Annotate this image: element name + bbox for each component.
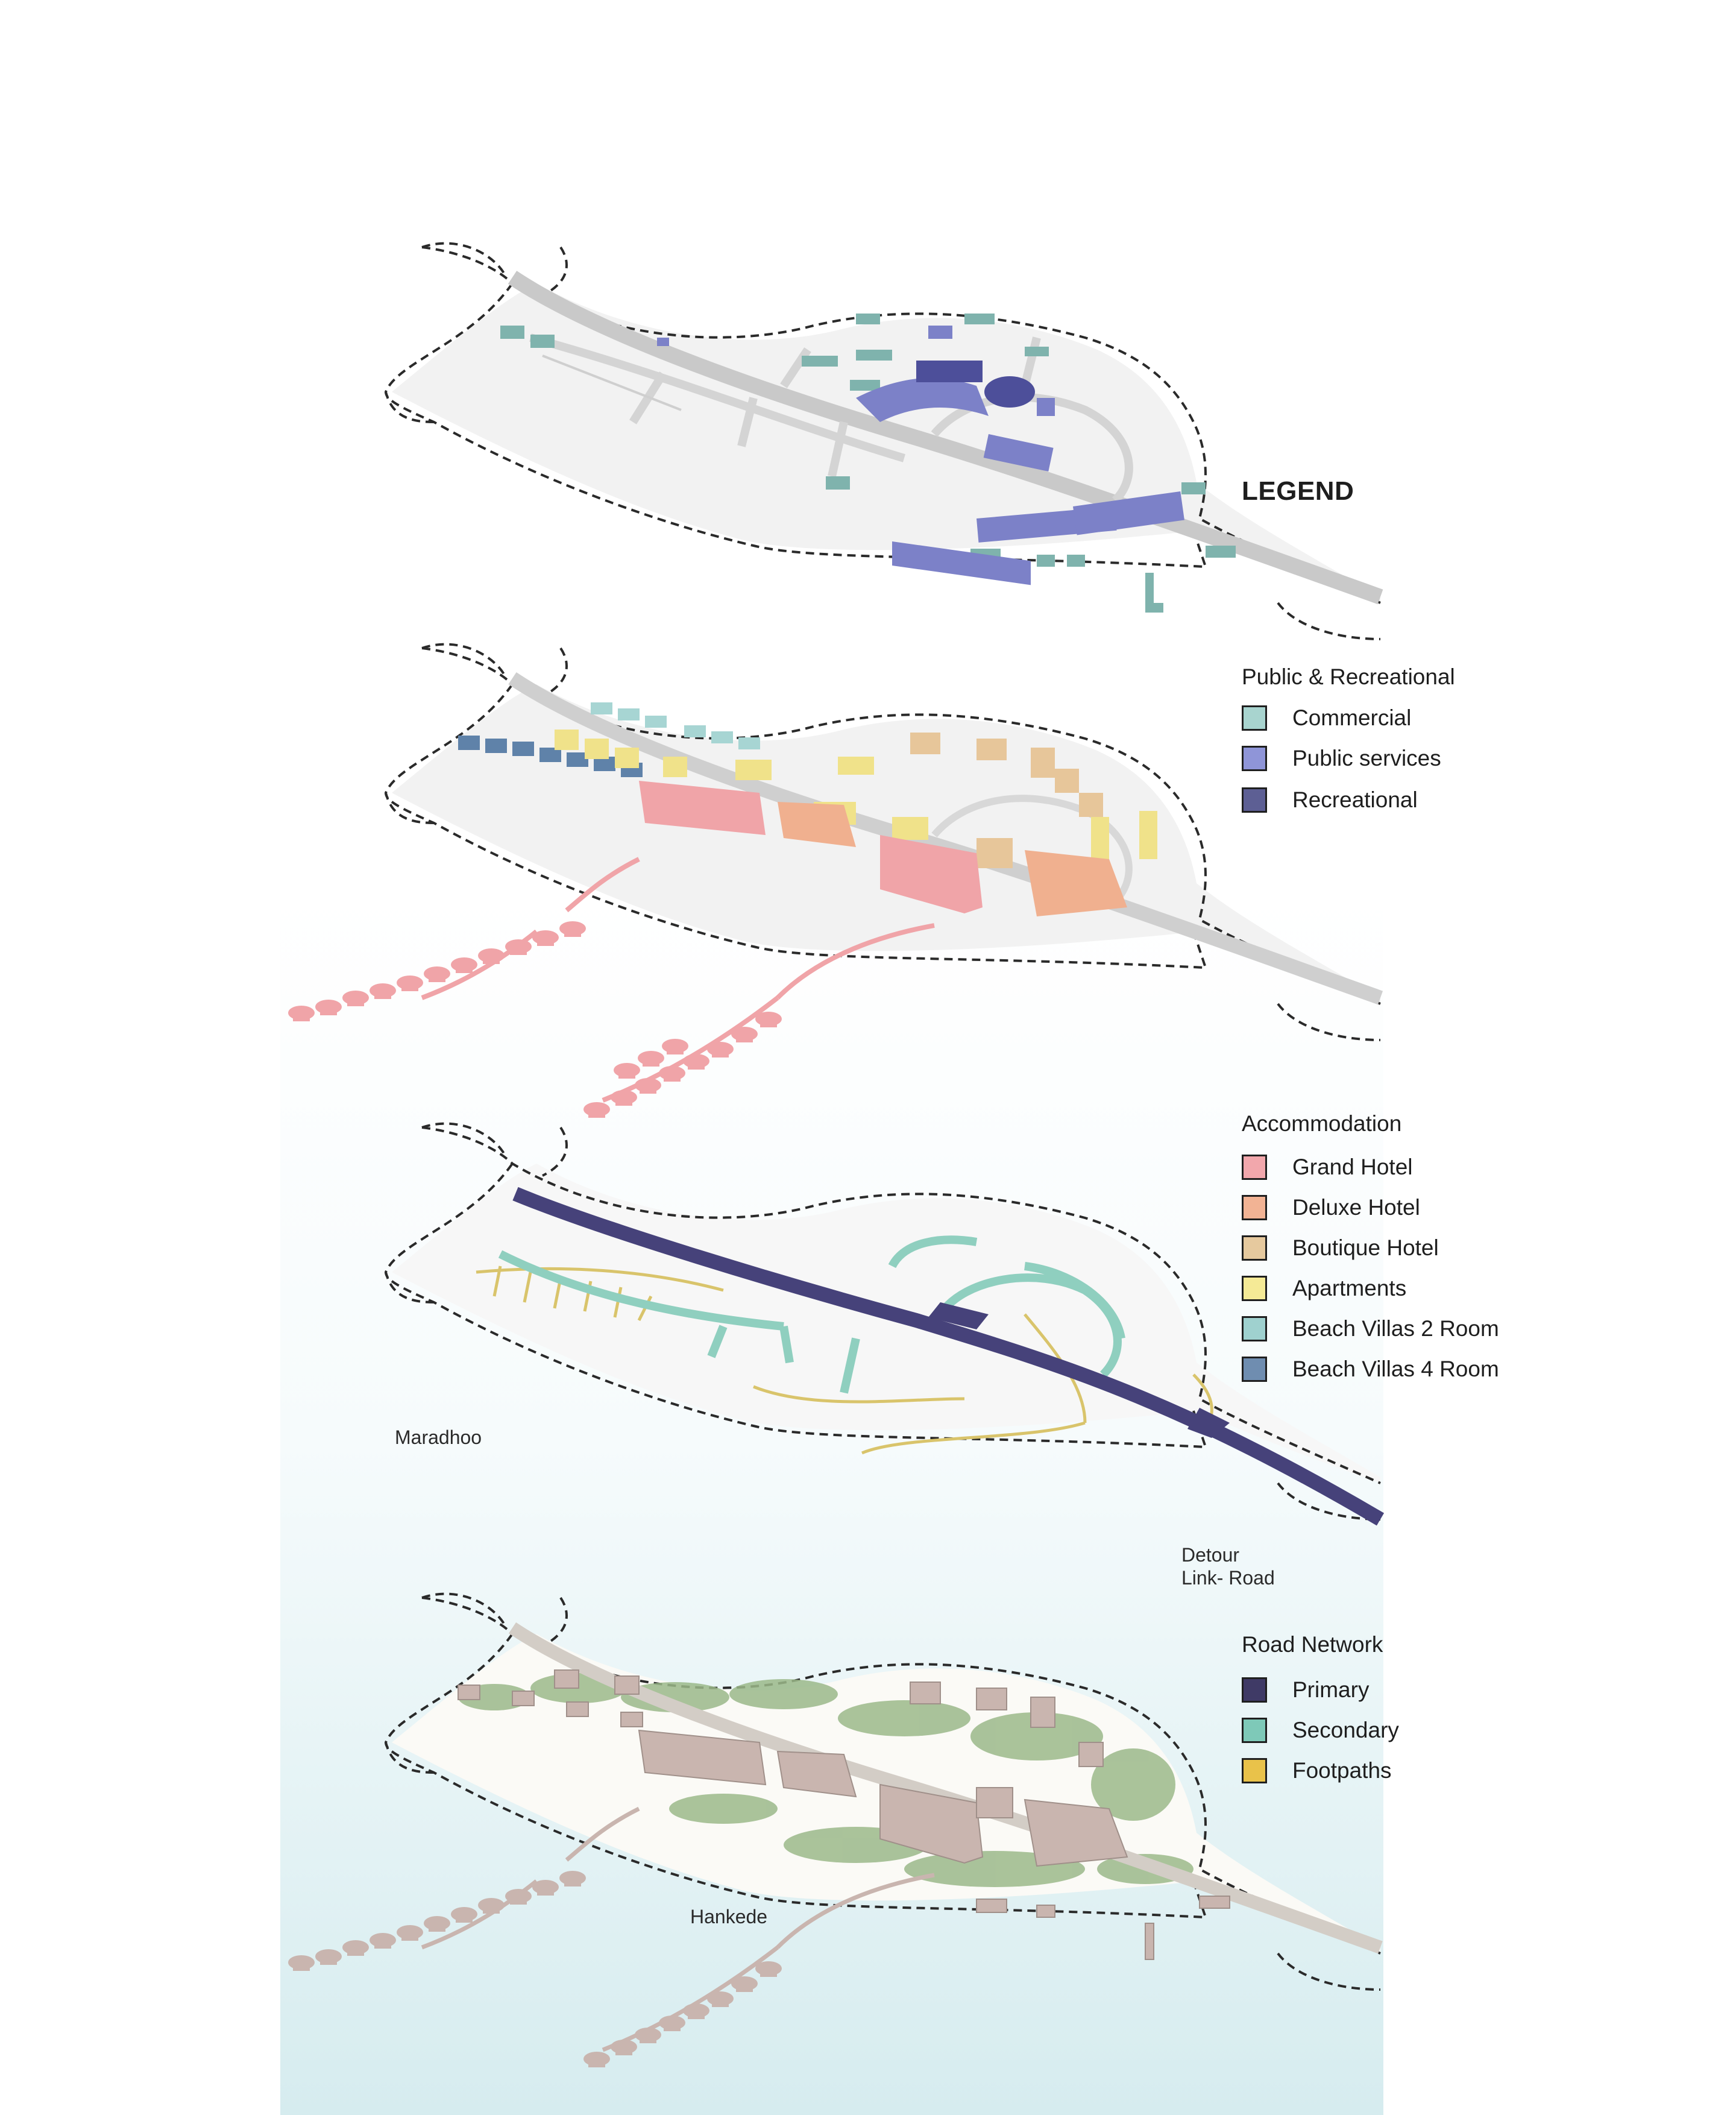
legend-item-beach-villas-2-room: Beach Villas 2 Room: [1242, 1314, 1499, 1344]
apartments-swatch: [1242, 1276, 1267, 1301]
recreational-swatch: [1242, 787, 1267, 813]
layer-rendered-masterplan: [288, 1592, 1383, 2067]
legend-group-public-recreational: Public & Recreational: [1242, 664, 1455, 689]
commercial-swatch: [1242, 705, 1267, 731]
legend-item-boutique-hotel: Boutique Hotel: [1242, 1233, 1439, 1263]
beach-villas-4-room-swatch: [1242, 1357, 1267, 1382]
boutique-hotel-swatch: [1242, 1235, 1267, 1261]
legend-item-public-services: Public services: [1242, 743, 1441, 774]
label-maradhoo: Maradhoo: [395, 1426, 482, 1448]
label-detour-line2: Link- Road: [1181, 1567, 1275, 1589]
legend-item-commercial: Commercial: [1242, 703, 1411, 733]
legend-group-accommodation: Accommodation: [1242, 1111, 1402, 1136]
layer-accommodation: [288, 643, 1383, 1118]
legend-item-deluxe-hotel: Deluxe Hotel: [1242, 1193, 1420, 1223]
label-hankede: Hankede: [690, 1906, 768, 1927]
legend-item-recreational: Recreational: [1242, 785, 1418, 815]
layer-road-network: [385, 1122, 1385, 1526]
label-detour-line1: Detour: [1181, 1544, 1240, 1566]
legend-item-footpaths: Footpaths: [1242, 1756, 1392, 1786]
footpaths-swatch: [1242, 1758, 1267, 1783]
legend-item-secondary: Secondary: [1242, 1715, 1399, 1745]
label-detour-link-road: Detour Link- Road: [1181, 1543, 1275, 1589]
public-services-swatch: [1242, 746, 1267, 771]
legend-item-beach-villas-4-room: Beach Villas 4 Room: [1242, 1354, 1499, 1384]
deluxe-hotel-swatch: [1242, 1195, 1267, 1220]
sea-background: [280, 892, 1383, 2115]
legend-group-road-network: Road Network: [1242, 1632, 1383, 1657]
legend-title: LEGEND: [1242, 476, 1354, 506]
beach-villas-2-room-swatch: [1242, 1316, 1267, 1341]
secondary-road-swatch: [1242, 1718, 1267, 1743]
legend-item-grand-hotel: Grand Hotel: [1242, 1152, 1413, 1182]
grand-hotel-swatch: [1242, 1155, 1267, 1180]
layer-public-recreational: [385, 242, 1383, 640]
primary-road-swatch: [1242, 1677, 1267, 1703]
legend-item-apartments: Apartments: [1242, 1273, 1406, 1303]
legend-item-primary: Primary: [1242, 1675, 1369, 1705]
